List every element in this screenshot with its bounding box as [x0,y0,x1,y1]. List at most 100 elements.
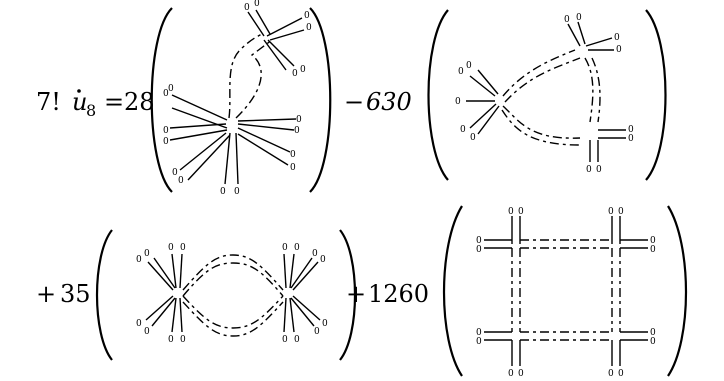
leg-label-zero: 0 [476,328,482,338]
propagator-line [179,297,183,333]
right-paren [667,205,688,377]
leg-label-zero: 0 [144,327,150,337]
leg-label-zero: 0 [136,319,142,329]
operator-4: + [346,280,366,308]
leg-label-zero: 0 [294,335,300,345]
leg-label-zero: 0 [650,245,656,255]
leg-label-zero: 0 [322,319,328,329]
lhs-dot [77,89,81,93]
leg-label-zero: 0 [294,243,300,253]
right-paren [645,9,667,181]
leg-label-zero: 0 [458,67,464,77]
dashed-propagator-line [502,49,576,97]
equation-lhs: 7! u 8 = 28 [36,88,155,120]
dashed-propagator-line [182,301,284,337]
leg-label-zero: 0 [282,335,288,345]
leg-label-zero: 0 [136,255,142,265]
propagator-line [267,39,295,67]
propagator-line [237,127,291,153]
dashed-propagator-line [591,57,601,123]
leg-label-zero: 0 [466,61,472,71]
propagator-line [169,129,228,141]
leg-label-zero: 0 [618,369,624,379]
leg-label-zero: 0 [296,115,302,125]
propagator-line [224,132,231,185]
leg-label-zero: 0 [616,45,622,55]
leg-label-zero: 0 [508,369,514,379]
dashed-propagator-line [182,295,284,329]
leg-label-zero: 0 [304,11,310,21]
propagator-line [577,21,586,45]
right-paren [339,229,357,361]
operator-2: − [344,88,364,116]
coefficient-3: 35 [60,280,91,308]
dashed-propagator-line [584,57,594,123]
leg-label-zero: 0 [628,134,634,144]
leg-label-zero: 0 [144,249,150,259]
leg-label-zero: 0 [290,150,296,160]
leg-label-zero: 0 [618,207,624,217]
leg-label-zero: 0 [168,335,174,345]
leg-label-zero: 0 [168,243,174,253]
propagator-line [179,253,183,289]
leg-label-zero: 0 [476,245,482,255]
propagator-line [290,297,315,327]
leg-label-zero: 0 [163,89,169,99]
leg-label-zero: 0 [234,187,240,197]
leg-label-zero: 0 [163,126,169,136]
leg-label-zero: 0 [163,137,169,147]
left-paren [150,7,173,193]
leg-label-zero: 0 [254,0,260,9]
leg-label-zero: 0 [608,207,614,217]
leg-label-zero: 0 [614,33,620,43]
leg-label-zero: 0 [290,163,296,173]
propagator-line [169,123,227,129]
leg-label-zero: 0 [178,176,184,186]
propagator-line [171,297,177,333]
propagator-line [255,9,271,35]
propagator-line [292,295,321,321]
leg-label-zero: 0 [220,187,226,197]
leg-label-zero: 0 [508,207,514,217]
leg-label-zero: 0 [476,337,482,347]
propagator-line [145,295,174,321]
propagator-line [187,134,231,181]
propagator-line [266,17,303,37]
propagator-line [171,94,228,121]
propagator-line [151,297,176,327]
leg-label-zero: 0 [476,236,482,246]
leg-label-zero: 0 [312,249,318,259]
propagator-line [247,11,265,37]
propagator-line [237,133,289,166]
leg-label-zero: 0 [576,13,582,23]
lhs-subscript: 8 [86,101,96,120]
leg-label-zero: 0 [282,243,288,253]
propagator-line [235,132,239,185]
propagator-line [237,123,295,131]
propagator-line [283,297,287,333]
coefficient-1: 28 [124,88,155,116]
propagator-line [585,37,613,47]
leg-label-zero: 0 [628,125,634,135]
operator-3: + [36,280,56,308]
propagator-line [469,75,496,97]
leg-label-zero: 0 [292,69,298,79]
propagator-line [292,261,319,291]
propagator-line [477,69,499,95]
leg-label-zero: 0 [168,84,174,94]
leg-label-zero: 0 [608,369,614,379]
propagator-line [283,253,287,289]
leg-label-zero: 0 [470,133,476,143]
propagator-line [237,118,297,122]
dashed-propagator-line [228,33,263,119]
leg-label-zero: 0 [518,207,524,217]
leg-label-zero: 0 [300,65,306,75]
dashed-propagator-line [182,262,284,297]
dashed-propagator-line [502,105,581,139]
leg-label-zero: 0 [518,369,524,379]
dashed-propagator-line [504,57,581,103]
